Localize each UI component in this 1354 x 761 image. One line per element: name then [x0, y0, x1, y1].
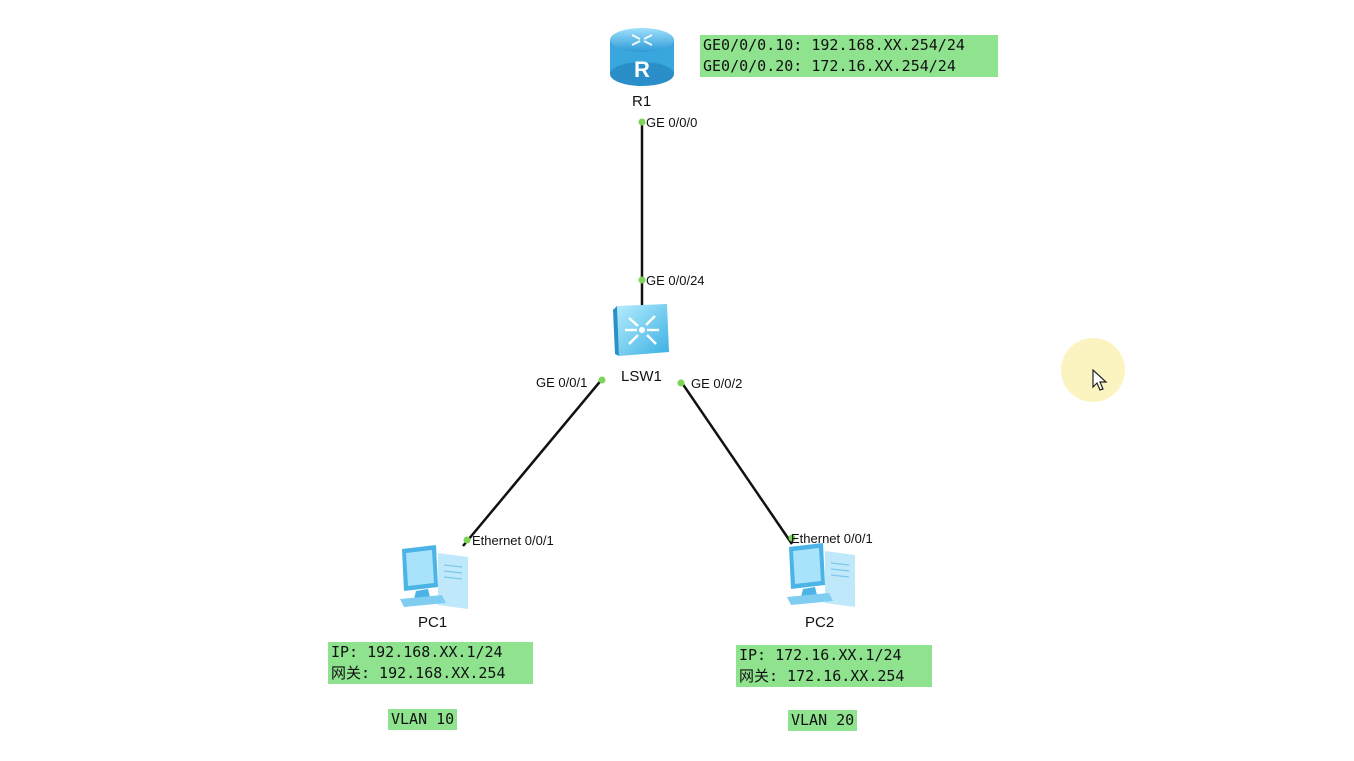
cursor-arrow-icon — [1092, 369, 1108, 391]
port-label-pc2-eth: Ethernet 0/0/1 — [791, 531, 873, 546]
link-lsw1-pc1[interactable] — [462, 377, 604, 547]
svg-text:R: R — [634, 57, 650, 82]
port-label-sw-ge001: GE 0/0/1 — [536, 375, 588, 390]
port-label-sw-ge0024: GE 0/0/24 — [646, 273, 705, 288]
router-r1[interactable]: R — [609, 26, 675, 88]
router-note-line2: GE0/0/0.20: 172.16.XX.254/24 — [703, 57, 956, 75]
pc-icon — [400, 545, 468, 609]
pc2-ip: IP: 172.16.XX.1/24 — [739, 646, 902, 664]
switch-icon — [613, 304, 669, 356]
pc1-address-note: IP: 192.168.XX.1/24 网关: 192.168.XX.254 — [328, 642, 533, 684]
pc1[interactable] — [398, 543, 470, 611]
vlan20-note: VLAN 20 — [788, 710, 858, 731]
port-dot-sw-ge001 — [598, 376, 606, 384]
pc1-ip: IP: 192.168.XX.1/24 — [331, 643, 503, 661]
switch-lsw1[interactable] — [611, 302, 671, 358]
port-dot-pc2-eth — [788, 534, 796, 542]
port-dot-sw-ge0024 — [638, 276, 646, 284]
pc-icon — [787, 543, 855, 607]
pc2[interactable] — [785, 541, 857, 609]
pc2-label: PC2 — [805, 614, 835, 631]
pc1-gateway: 网关: 192.168.XX.254 — [331, 664, 506, 682]
port-dot-pc1-eth — [463, 536, 471, 544]
router-icon: R — [610, 28, 674, 86]
switch-label: LSW1 — [621, 368, 662, 385]
router-note-line1: GE0/0/0.10: 192.168.XX.254/24 — [703, 36, 965, 54]
pc2-address-note: IP: 172.16.XX.1/24 网关: 172.16.XX.254 — [736, 645, 932, 687]
pc2-gateway: 网关: 172.16.XX.254 — [739, 667, 905, 685]
vlan10-note: VLAN 10 — [388, 709, 458, 730]
port-label-pc1-eth: Ethernet 0/0/1 — [472, 533, 554, 548]
port-label-r1-ge000: GE 0/0/0 — [646, 115, 698, 130]
port-dot-r1-ge000 — [638, 118, 646, 126]
router-subinterface-note: GE0/0/0.10: 192.168.XX.254/24 GE0/0/0.20… — [700, 35, 998, 77]
router-label: R1 — [632, 93, 652, 110]
port-dot-sw-ge002 — [677, 379, 685, 387]
pc1-label: PC1 — [418, 614, 448, 631]
port-label-sw-ge002: GE 0/0/2 — [691, 376, 743, 391]
link-lsw1-pc2[interactable] — [678, 379, 794, 545]
